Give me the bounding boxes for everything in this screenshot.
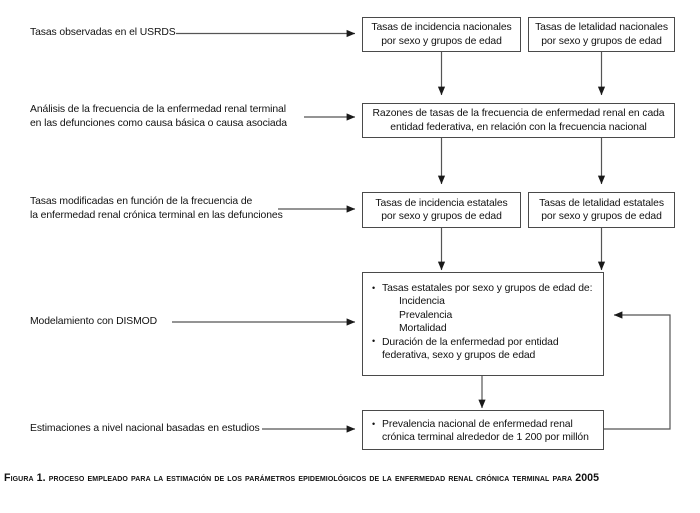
- stage-label-dismod-modeling: Modelamiento con DISMOD: [30, 316, 158, 327]
- stage-label-frequency-analysis: Análisis de la frecuencia de la enfermed…: [30, 104, 287, 129]
- dismod-sub-list-wrapper: Incidencia Prevalencia Mortalidad: [371, 295, 595, 335]
- dismod-outputs-list: Tasas estatales por sexo y grupos de eda…: [371, 281, 595, 363]
- box-national-lethality-text: Tasas de letalidad nacionales por sexo y…: [535, 22, 668, 47]
- dismod-bullet-disease-duration: Duración de la enfermedad por entidad fe…: [371, 335, 595, 363]
- dismod-sub-mortalidad: Mortalidad: [399, 323, 447, 335]
- stage-label-national-estimations: Estimaciones a nivel nacional basadas en…: [30, 423, 260, 434]
- dismod-sub-incidencia: Incidencia: [399, 296, 445, 308]
- figure-caption-text: Proceso empleado para la estimación de l…: [45, 472, 600, 484]
- box-national-prevalence: Prevalencia nacional de enfermedad renal…: [362, 410, 604, 450]
- stage-label-modified-rates: Tasas modificadas en función de la frecu…: [30, 196, 283, 221]
- box-dismod-outputs: Tasas estatales por sexo y grupos de eda…: [362, 272, 604, 376]
- dismod-bullet-state-rates: Tasas estatales por sexo y grupos de eda…: [371, 281, 595, 295]
- figure-caption: Figura 1. Proceso empleado para la estim…: [4, 470, 694, 487]
- box-state-lethality-text: Tasas de letalidad estatales por sexo y …: [539, 197, 664, 222]
- dismod-sub-list: Incidencia Prevalencia Mortalidad: [371, 295, 595, 335]
- national-prevalence-list: Prevalencia nacional de enfermedad renal…: [371, 418, 595, 445]
- box-state-incidence: Tasas de incidencia estatales por sexo y…: [362, 192, 521, 228]
- stage-label-observed-rates: Tasas observadas en el USRDS: [30, 27, 176, 38]
- figure-caption-prefix: Figura 1.: [4, 472, 46, 484]
- box-state-incidence-text: Tasas de incidencia estatales por sexo y…: [375, 197, 508, 222]
- box-state-lethality: Tasas de letalidad estatales por sexo y …: [528, 192, 675, 228]
- box-national-lethality: Tasas de letalidad nacionales por sexo y…: [528, 17, 675, 52]
- dismod-sub-prevalencia: Prevalencia: [399, 309, 453, 321]
- national-prevalence-bullet: Prevalencia nacional de enfermedad renal…: [371, 418, 595, 445]
- box-rate-ratios-text: Razones de tasas de la frecuencia de enf…: [372, 108, 665, 133]
- box-national-incidence: Tasas de incidencia nacionales por sexo …: [362, 17, 521, 52]
- box-national-incidence-text: Tasas de incidencia nacionales por sexo …: [371, 22, 512, 47]
- box-rate-ratios: Razones de tasas de la frecuencia de enf…: [362, 103, 675, 138]
